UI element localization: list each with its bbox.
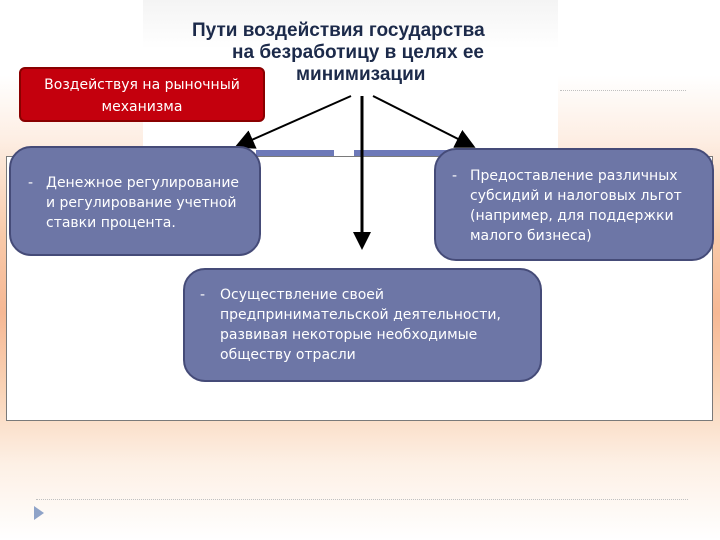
title-line-2: на безработицу в целях ее <box>232 42 484 63</box>
tab-left <box>256 150 334 158</box>
node-right-line-1: Предоставление различных <box>470 168 678 184</box>
title-line-3: минимизации <box>296 64 426 85</box>
divider-bottom <box>36 499 688 500</box>
page-title: Пути воздействия государства на безработ… <box>178 20 538 86</box>
node-center-line-2: предпринимательской деятельности, <box>220 307 501 323</box>
node-right-line-2: субсидий и налоговых льгот <box>470 188 682 204</box>
node-entrepreneurship: - Осуществление своей предпринимательско… <box>183 268 542 382</box>
node-left-line-1: Денежное регулирование <box>46 175 240 191</box>
node-subsidies: - Предоставление различных субсидий и на… <box>434 148 714 261</box>
bullet-dash: - <box>452 168 458 184</box>
triangle-right-icon[interactable] <box>32 504 46 522</box>
title-line-1: Пути воздействия государства <box>192 20 485 41</box>
arrow-to-right-node <box>372 95 476 148</box>
node-left-line-2: и регулирование учетной <box>46 195 237 211</box>
bullet-dash: - <box>28 175 34 191</box>
bullet-dash: - <box>200 287 206 303</box>
node-right-line-3: (например, для поддержки <box>470 208 674 224</box>
node-right-line-4: малого бизнеса) <box>470 228 592 244</box>
market-mechanism-box: Воздействуя на рыночный механизма <box>19 67 265 122</box>
node-center-line-3: развивая некоторые необходимые <box>220 327 478 343</box>
node-monetary-regulation: - Денежное регулирование и регулирование… <box>9 146 261 256</box>
market-mechanism-line-1: Воздействуя на рыночный <box>44 77 240 93</box>
node-left-line-3: ставки процента. <box>46 215 176 231</box>
divider-top <box>560 90 686 91</box>
node-center-line-1: Осуществление своей <box>220 287 385 303</box>
arrow-to-left-node <box>234 95 352 149</box>
tab-right <box>354 150 458 158</box>
market-mechanism-line-2: механизма <box>101 99 183 115</box>
node-center-line-4: обществу отрасли <box>220 347 356 363</box>
